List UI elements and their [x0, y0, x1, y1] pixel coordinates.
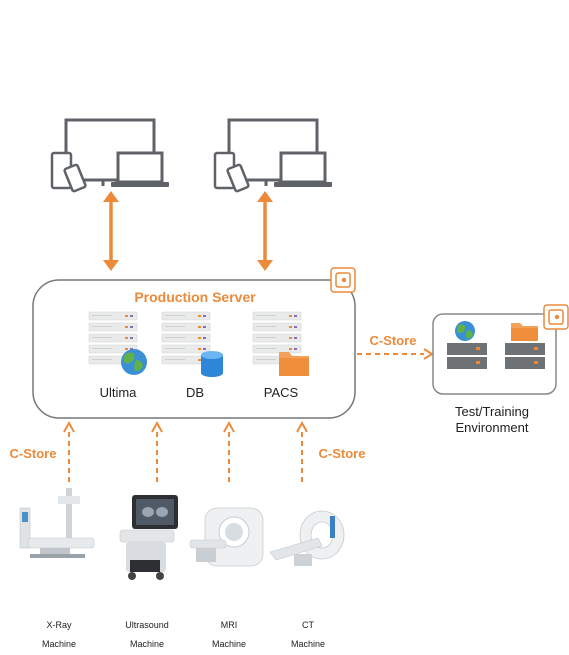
ultima-label: Ultima: [99, 385, 137, 400]
ct-label-line1: CT: [302, 620, 314, 630]
test-folder-icon: [511, 323, 538, 341]
xray-label-line1: X-Ray: [46, 620, 72, 630]
ultrasound-label: Ultrasound Machine: [107, 616, 187, 654]
test-settings-icon: [543, 304, 569, 330]
test-globe-icon: [455, 321, 475, 341]
mri-machine-icon: [189, 507, 264, 567]
client-arrow-left: [103, 191, 119, 271]
test-server-left-icon: [447, 343, 487, 369]
modality-arrows: [63, 420, 308, 482]
client-devices-right: [213, 118, 332, 193]
test-environment-line1: Test/Training: [455, 404, 529, 419]
cstore-label-left: C-Store: [9, 446, 57, 461]
ultrasound-machine-icon: [119, 495, 178, 580]
mri-label: MRI Machine: [189, 616, 269, 654]
folder-icon: [279, 352, 309, 376]
ct-label: CT Machine: [268, 616, 348, 654]
pacs-label: PACS: [263, 385, 299, 400]
test-server-right-icon: [505, 343, 545, 369]
production-settings-icon: [330, 267, 356, 293]
ultrasound-label-line1: Ultrasound: [125, 620, 169, 630]
db-label: DB: [185, 385, 205, 400]
xray-label-line2: Machine: [41, 639, 77, 649]
ultrasound-label-line2: Machine: [129, 639, 165, 649]
mri-label-line1: MRI: [220, 620, 238, 630]
ct-machine-icon: [269, 510, 345, 566]
xray-machine-icon: [19, 488, 95, 558]
cstore-arrow-to-test: [357, 348, 434, 360]
client-devices-left: [50, 118, 169, 193]
database-icon: [201, 351, 223, 377]
mri-label-line2: Machine: [211, 639, 247, 649]
production-server-title: Production Server: [134, 289, 256, 305]
test-environment-line2: Environment: [455, 420, 529, 436]
test-environment-label: Test/Training Environment: [418, 404, 566, 437]
client-arrow-right: [257, 191, 273, 271]
ct-label-line2: Machine: [290, 639, 326, 649]
cstore-label-right: C-Store: [318, 446, 366, 461]
cstore-label-test: C-Store: [369, 333, 417, 348]
globe-icon: [121, 349, 147, 375]
xray-label: X-Ray Machine: [19, 616, 99, 654]
